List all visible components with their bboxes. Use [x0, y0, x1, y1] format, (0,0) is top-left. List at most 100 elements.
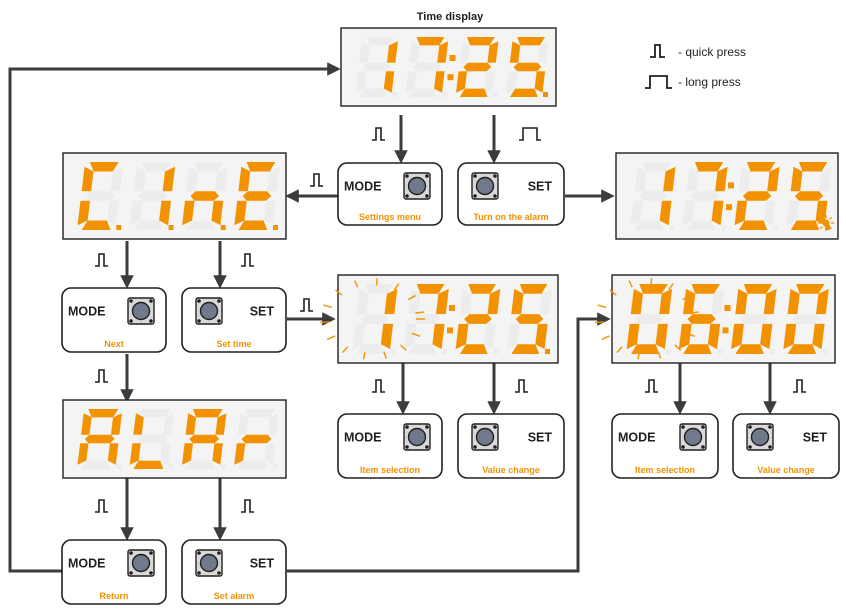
digit: [507, 284, 552, 354]
button-caption: Set alarm: [214, 591, 255, 601]
long-press-icon: [645, 75, 672, 89]
push-button-icon: [471, 172, 499, 200]
push-button-icon: [195, 297, 223, 325]
digit: [352, 284, 398, 354]
mode-label: MODE: [344, 180, 382, 194]
button-caption: Turn on the alarm: [473, 212, 548, 222]
blink-rays: [594, 278, 700, 360]
set-label: SET: [803, 431, 828, 445]
long-press-icon: [519, 127, 541, 141]
mode-label: MODE: [344, 431, 382, 445]
colon-dot: [449, 305, 455, 311]
arrow-return-to-time: [8, 62, 341, 573]
digit: [682, 162, 728, 230]
display-set-alarm: [594, 274, 836, 364]
blink-rays: [320, 278, 426, 360]
button-caption: Value change: [482, 465, 540, 475]
quick-press-icon: [645, 379, 658, 393]
quick-press-icon: [310, 173, 323, 187]
digit: [456, 37, 499, 97]
digit: [234, 162, 280, 230]
push-button-icon: [403, 172, 431, 200]
quick-press-icon: [241, 499, 254, 513]
push-button-icon: [127, 297, 155, 325]
set-button-turn-on-alarm[interactable]: SET Turn on the alarm: [457, 162, 565, 226]
display-set-time: [320, 274, 559, 364]
digit: [506, 37, 549, 97]
digit: [182, 162, 228, 230]
button-caption: Settings menu: [359, 212, 421, 222]
digit: [234, 409, 279, 469]
digit: [455, 284, 501, 354]
quick-press-icon: [650, 44, 665, 58]
digit: [404, 284, 449, 354]
digit: [678, 284, 725, 354]
push-button-icon: [471, 423, 499, 451]
push-button-icon: [127, 549, 155, 577]
display-alarm-on: [615, 152, 839, 240]
digit: [405, 37, 449, 97]
set-label: SET: [250, 305, 275, 319]
set-button-value-change[interactable]: SET Value change: [457, 413, 565, 479]
quick-press-icon: [300, 298, 313, 312]
digit: [129, 409, 175, 469]
button-caption: Item selection: [635, 465, 695, 475]
push-button-icon: [403, 423, 431, 451]
quick-press-icon: [515, 379, 528, 393]
press-markers: [95, 127, 806, 513]
digit: [77, 409, 122, 469]
set-button-set-time[interactable]: SET Set time: [181, 287, 287, 353]
digit: [355, 37, 398, 97]
mode-label: MODE: [68, 557, 106, 571]
mode-button-settings-menu[interactable]: MODE Settings menu: [337, 162, 443, 226]
button-caption: Return: [100, 591, 129, 601]
display-alarm-menu: [62, 399, 287, 479]
quick-press-icon: [372, 379, 385, 393]
push-button-icon: [195, 549, 223, 577]
legend: - quick press - long press: [645, 44, 746, 89]
colon-dot: [722, 327, 729, 334]
arrow-setalarm-to-display: [287, 312, 611, 573]
mode-button-item-selection[interactable]: MODE Item selection: [337, 413, 443, 479]
quick-press-icon: [372, 127, 385, 141]
digit: [734, 162, 780, 230]
digit: [77, 162, 123, 230]
connectors: [8, 62, 777, 573]
digit: [129, 162, 176, 230]
digit: [182, 409, 227, 469]
set-label: SET: [250, 557, 275, 571]
legend-quick-press: - quick press: [678, 45, 746, 59]
set-button-set-alarm[interactable]: SET Set alarm: [181, 539, 287, 605]
button-caption: Set time: [216, 339, 251, 349]
digit: [783, 284, 829, 354]
mode-button-return[interactable]: MODE Return: [61, 539, 167, 605]
digit: [731, 284, 777, 354]
quick-press-icon: [95, 499, 108, 513]
button-caption: Item selection: [360, 465, 420, 475]
quick-press-icon: [95, 253, 108, 267]
legend-long-press: - long press: [678, 75, 741, 89]
set-label: SET: [528, 180, 553, 194]
push-button-icon: [679, 423, 707, 451]
colon-dot: [724, 305, 731, 311]
button-caption: Next: [104, 339, 124, 349]
mode-button-next[interactable]: MODE Next: [61, 287, 167, 353]
push-button-icon: [746, 423, 774, 451]
mode-label: MODE: [68, 305, 106, 319]
colon-dot: [449, 55, 456, 61]
colon-dot: [728, 182, 734, 189]
colon-dot: [447, 327, 453, 334]
alarm-sun-icon: [818, 215, 834, 231]
display-settings: [62, 152, 287, 240]
set-label: SET: [528, 431, 553, 445]
digit: [786, 162, 832, 230]
quick-press-icon: [241, 253, 254, 267]
quick-press-icon: [95, 369, 108, 383]
display-time: [340, 27, 557, 107]
quick-press-icon: [793, 379, 806, 393]
colon-dot: [447, 74, 454, 81]
digit: [630, 162, 676, 230]
